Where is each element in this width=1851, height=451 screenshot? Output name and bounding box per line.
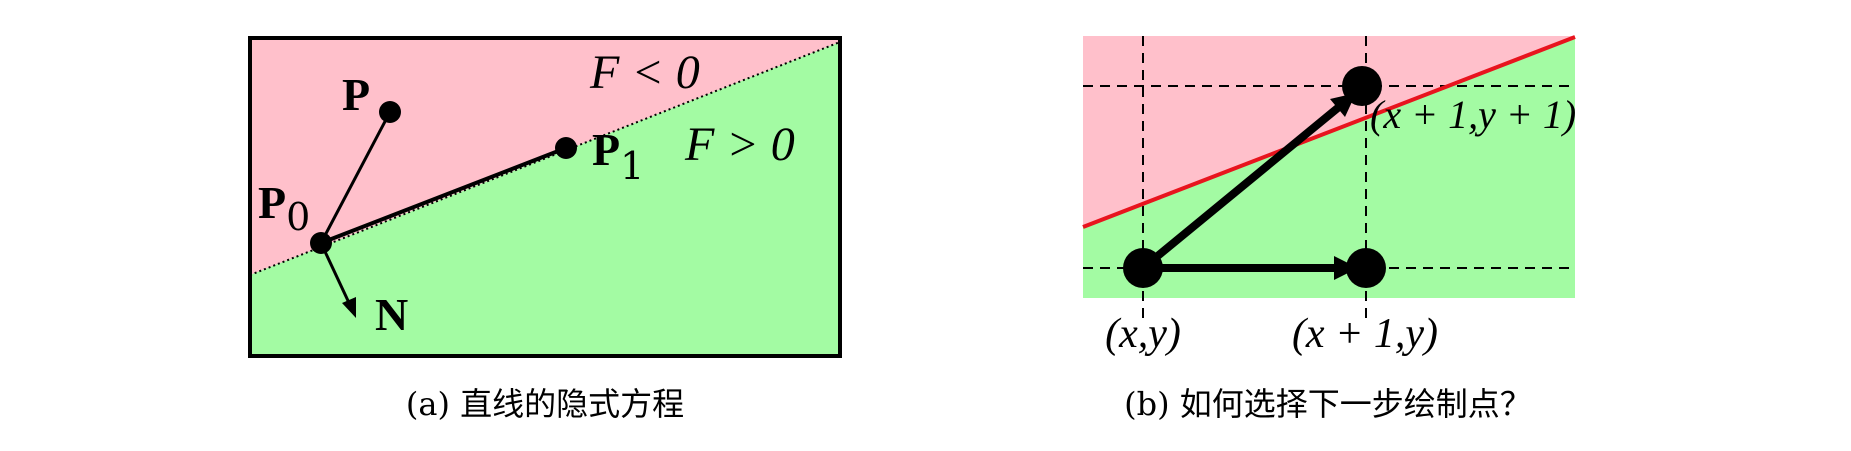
label-p1: P1 xyxy=(592,124,644,188)
label-x1y1: (x + 1,y + 1) xyxy=(1370,92,1576,137)
point-p xyxy=(379,101,401,123)
arrow-northeast-shaft xyxy=(1140,98,1348,272)
caption-a: (a) 直线的隐式方程 xyxy=(406,385,684,423)
point-p0 xyxy=(310,232,332,254)
panel-a-implicit-line: F < 0 F > 0 P P0 P1 N (a) 直线的隐式方程 xyxy=(248,36,842,423)
point-x1y xyxy=(1346,248,1386,288)
caption-b: (b) 如何选择下一步绘制点？ xyxy=(1124,385,1532,423)
lower-region xyxy=(1083,37,1575,298)
segment-p0-p1 xyxy=(320,146,567,245)
label-p1-letter: P xyxy=(592,124,620,175)
point-p1 xyxy=(555,137,577,159)
segment-p0-p xyxy=(319,111,392,244)
boundary-line-dotted xyxy=(249,41,841,276)
normal-vector-arrow xyxy=(319,242,352,306)
label-p0: P0 xyxy=(258,177,310,239)
ideal-line xyxy=(1082,35,1576,229)
label-p0-letter: P xyxy=(258,177,286,228)
label-p1-subscript: 1 xyxy=(620,144,644,188)
positive-region xyxy=(250,42,840,356)
normal-arrow-head xyxy=(342,297,356,318)
label-p0-subscript: 0 xyxy=(286,195,310,239)
label-n: N xyxy=(375,289,408,340)
panel-b-next-point: (x + 1,y + 1) (x,y) (x + 1,y) (b) 如何选择下一… xyxy=(1082,35,1576,423)
point-xy xyxy=(1123,248,1163,288)
point-x1y1 xyxy=(1342,66,1382,106)
label-p: P xyxy=(342,69,370,120)
label-xy: (x,y) xyxy=(1105,311,1181,357)
label-f-negative: F < 0 xyxy=(589,46,700,99)
label-f-positive: F > 0 xyxy=(684,118,795,171)
panel-a-frame xyxy=(248,36,842,358)
label-x1y: (x + 1,y) xyxy=(1292,311,1438,357)
